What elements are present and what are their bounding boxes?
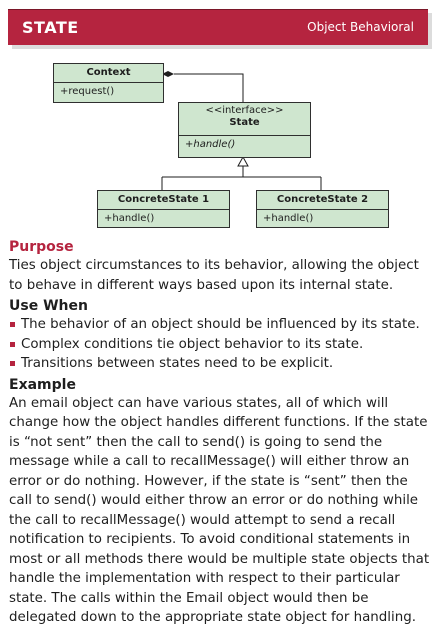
aggregation-diamond <box>162 71 174 77</box>
list-item-text: The behavior of an object should be infl… <box>21 317 420 332</box>
bullet-icon <box>10 341 15 347</box>
bullet-icon <box>10 361 15 366</box>
class-method: +handle() <box>185 139 236 150</box>
use-when-heading: Use When <box>9 298 88 314</box>
uml-interface-state: <<interface>> State +handle() <box>178 102 311 158</box>
interface-header: <<interface>> State <box>179 103 310 136</box>
list-item: Transitions between states need to be ex… <box>9 354 433 374</box>
stereotype-label: <<interface>> <box>205 105 284 116</box>
example-heading: Example <box>9 376 76 393</box>
list-item-text: Transitions between states need to be ex… <box>21 356 334 371</box>
class-method: +handle() <box>104 213 155 224</box>
class-name: State <box>229 117 260 128</box>
class-name: ConcreteState 1 <box>98 191 229 210</box>
list-item: Complex conditions tie object behavior t… <box>9 335 433 355</box>
aggregation-line <box>174 73 244 102</box>
pattern-title: STATE <box>22 18 79 37</box>
example-text: An email object can have various states,… <box>9 395 430 626</box>
pattern-description: Purpose Ties object circumstances to its… <box>9 238 433 628</box>
uml-class-concrete-state-1: ConcreteState 1 +handle() <box>97 190 230 228</box>
class-method: +handle() <box>263 213 314 224</box>
class-name: Context <box>54 64 163 83</box>
purpose-heading: Purpose <box>9 239 74 255</box>
list-item-text: Complex conditions tie object behavior t… <box>21 336 364 352</box>
class-name: ConcreteState 2 <box>257 191 388 210</box>
list-item: The behavior of an object should be infl… <box>9 315 433 335</box>
use-when-list: The behavior of an object should be infl… <box>9 315 433 374</box>
purpose-text: Ties object circumstances to its behavio… <box>9 258 419 293</box>
uml-class-concrete-state-2: ConcreteState 2 +handle() <box>256 190 389 228</box>
header-banner: STATE Object Behavioral <box>8 9 428 45</box>
realization-arrowhead <box>237 155 249 167</box>
uml-class-context: Context +request() <box>53 63 164 103</box>
pattern-category: Object Behavioral <box>307 20 414 34</box>
bullet-icon <box>10 322 15 327</box>
class-method: +request() <box>60 86 115 97</box>
